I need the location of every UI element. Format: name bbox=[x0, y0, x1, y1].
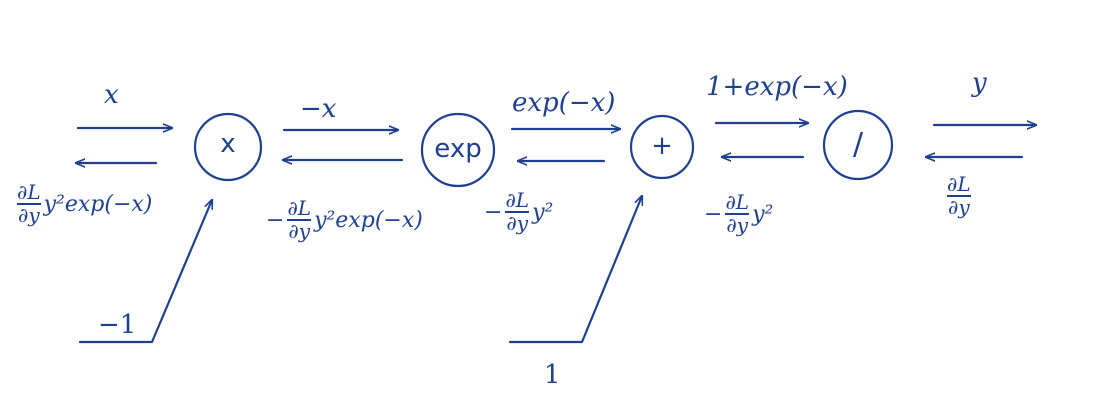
backward-label-3-fraction: ∂L ∂y bbox=[505, 188, 530, 235]
node-divide-circle bbox=[822, 109, 894, 181]
backward-label-3-prefix: − bbox=[484, 199, 503, 225]
backward-label-4-prefix: − bbox=[704, 201, 723, 227]
backward-label-4-num: ∂L bbox=[725, 190, 750, 214]
backward-label-1-den: ∂y bbox=[17, 203, 40, 227]
backward-label-2-fraction: ∂L ∂y bbox=[287, 196, 312, 243]
side-input-arrow-1 bbox=[78, 200, 212, 344]
backward-label-4-suffix: y² bbox=[752, 201, 774, 227]
forward-label-4: 1+exp(−x) bbox=[706, 72, 848, 102]
node-exp-circle bbox=[420, 112, 496, 188]
backward-label-4-den: ∂y bbox=[726, 213, 749, 237]
side-input-label-1: −1 bbox=[98, 310, 137, 340]
backward-label-1-fraction: ∂L ∂y bbox=[17, 182, 41, 226]
backward-label-3-num: ∂L bbox=[505, 188, 530, 212]
node-exp-label: exp bbox=[434, 134, 482, 164]
backward-label-1-num: ∂L bbox=[17, 180, 41, 204]
node-add-label: + bbox=[651, 131, 673, 161]
backward-label-2-num: ∂L bbox=[287, 196, 312, 220]
forward-label-1: x bbox=[104, 80, 119, 110]
backward-label-3-suffix: y² bbox=[532, 199, 554, 225]
backward-label-2-suffix: y²exp(−x) bbox=[314, 207, 423, 233]
backward-label-3: − ∂L ∂y y² bbox=[484, 190, 553, 234]
side-input-label-2: 1 bbox=[544, 360, 561, 390]
forward-label-3: exp(−x) bbox=[512, 88, 616, 118]
forward-label-5: y bbox=[972, 68, 987, 98]
node-add-circle bbox=[629, 114, 695, 180]
backward-label-5: ∂L ∂y bbox=[944, 174, 974, 218]
backward-label-2-den: ∂y bbox=[288, 219, 311, 243]
backward-label-2: − ∂L ∂y y²exp(−x) bbox=[266, 198, 423, 242]
backward-label-5-den: ∂y bbox=[947, 195, 970, 219]
node-multiply-circle bbox=[193, 112, 263, 182]
backward-label-1-suffix: y²exp(−x) bbox=[43, 191, 153, 217]
side-input-arrow-2 bbox=[508, 196, 642, 344]
backward-label-5-num: ∂L bbox=[947, 172, 971, 196]
node-multiply-label: x bbox=[220, 129, 236, 159]
backward-label-3-den: ∂y bbox=[506, 211, 529, 235]
backward-label-2-prefix: − bbox=[266, 207, 285, 233]
backward-label-4: − ∂L ∂y y² bbox=[704, 192, 773, 236]
forward-label-2: −x bbox=[300, 94, 337, 124]
backward-label-1: ∂L ∂y y²exp(−x) bbox=[14, 182, 152, 226]
node-divide-label: / bbox=[852, 127, 864, 162]
backward-label-5-fraction: ∂L ∂y bbox=[947, 174, 971, 218]
backward-label-4-fraction: ∂L ∂y bbox=[725, 190, 750, 237]
